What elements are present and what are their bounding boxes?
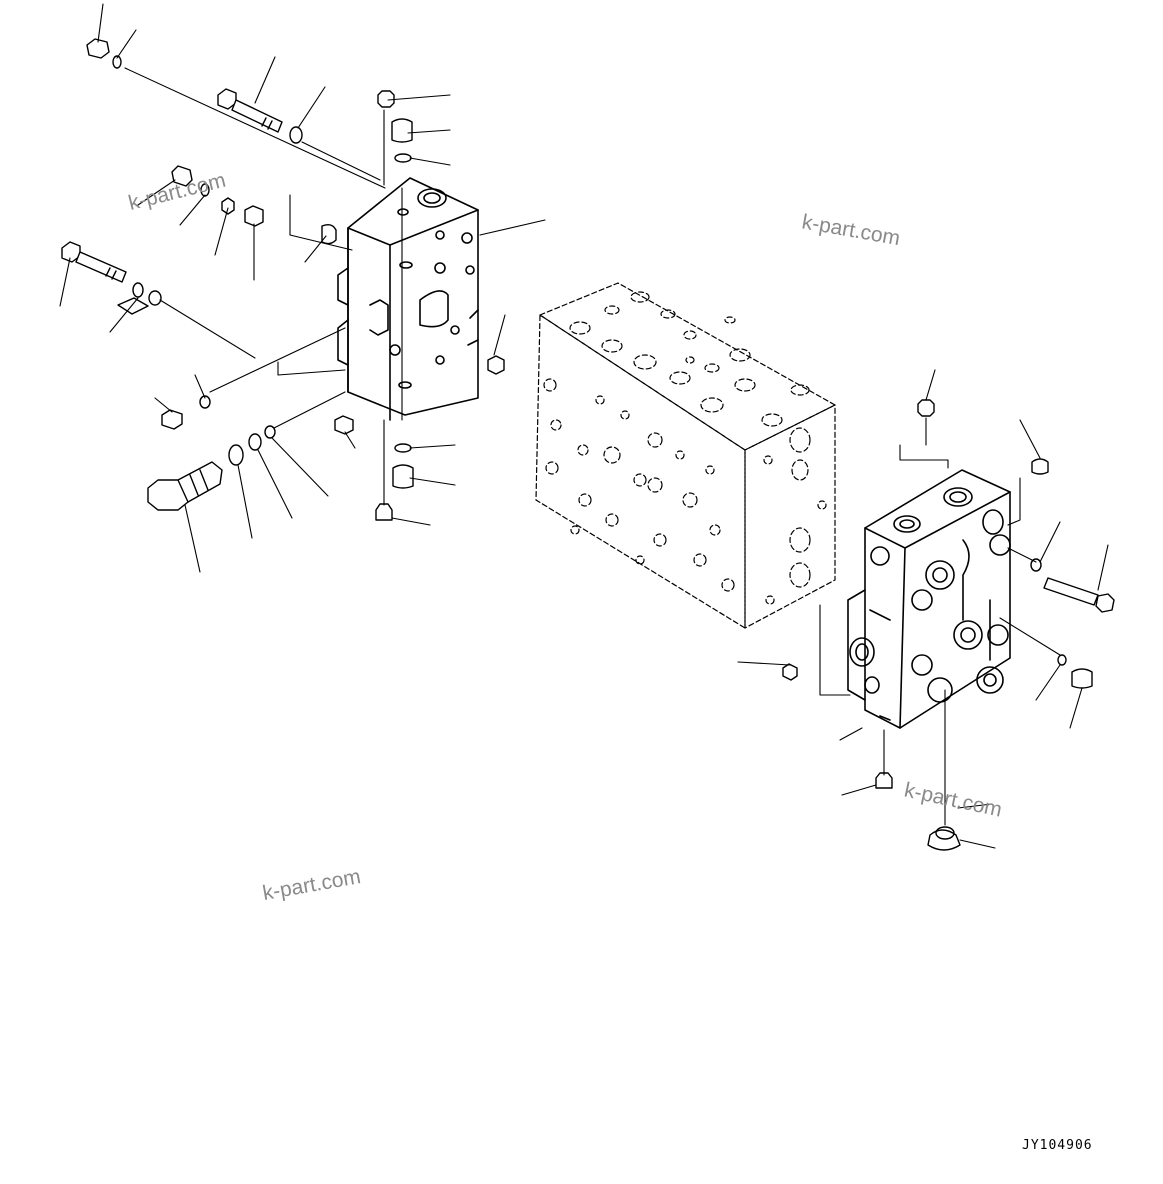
leader-lines	[59, 3, 1109, 849]
right-small-parts	[782, 399, 1115, 851]
right-valve-section	[847, 469, 1011, 729]
left-small-parts	[61, 38, 505, 521]
drawing-code: JY104906	[1022, 1138, 1093, 1153]
main-valve-block	[535, 282, 836, 629]
left-valve-section	[337, 177, 479, 421]
